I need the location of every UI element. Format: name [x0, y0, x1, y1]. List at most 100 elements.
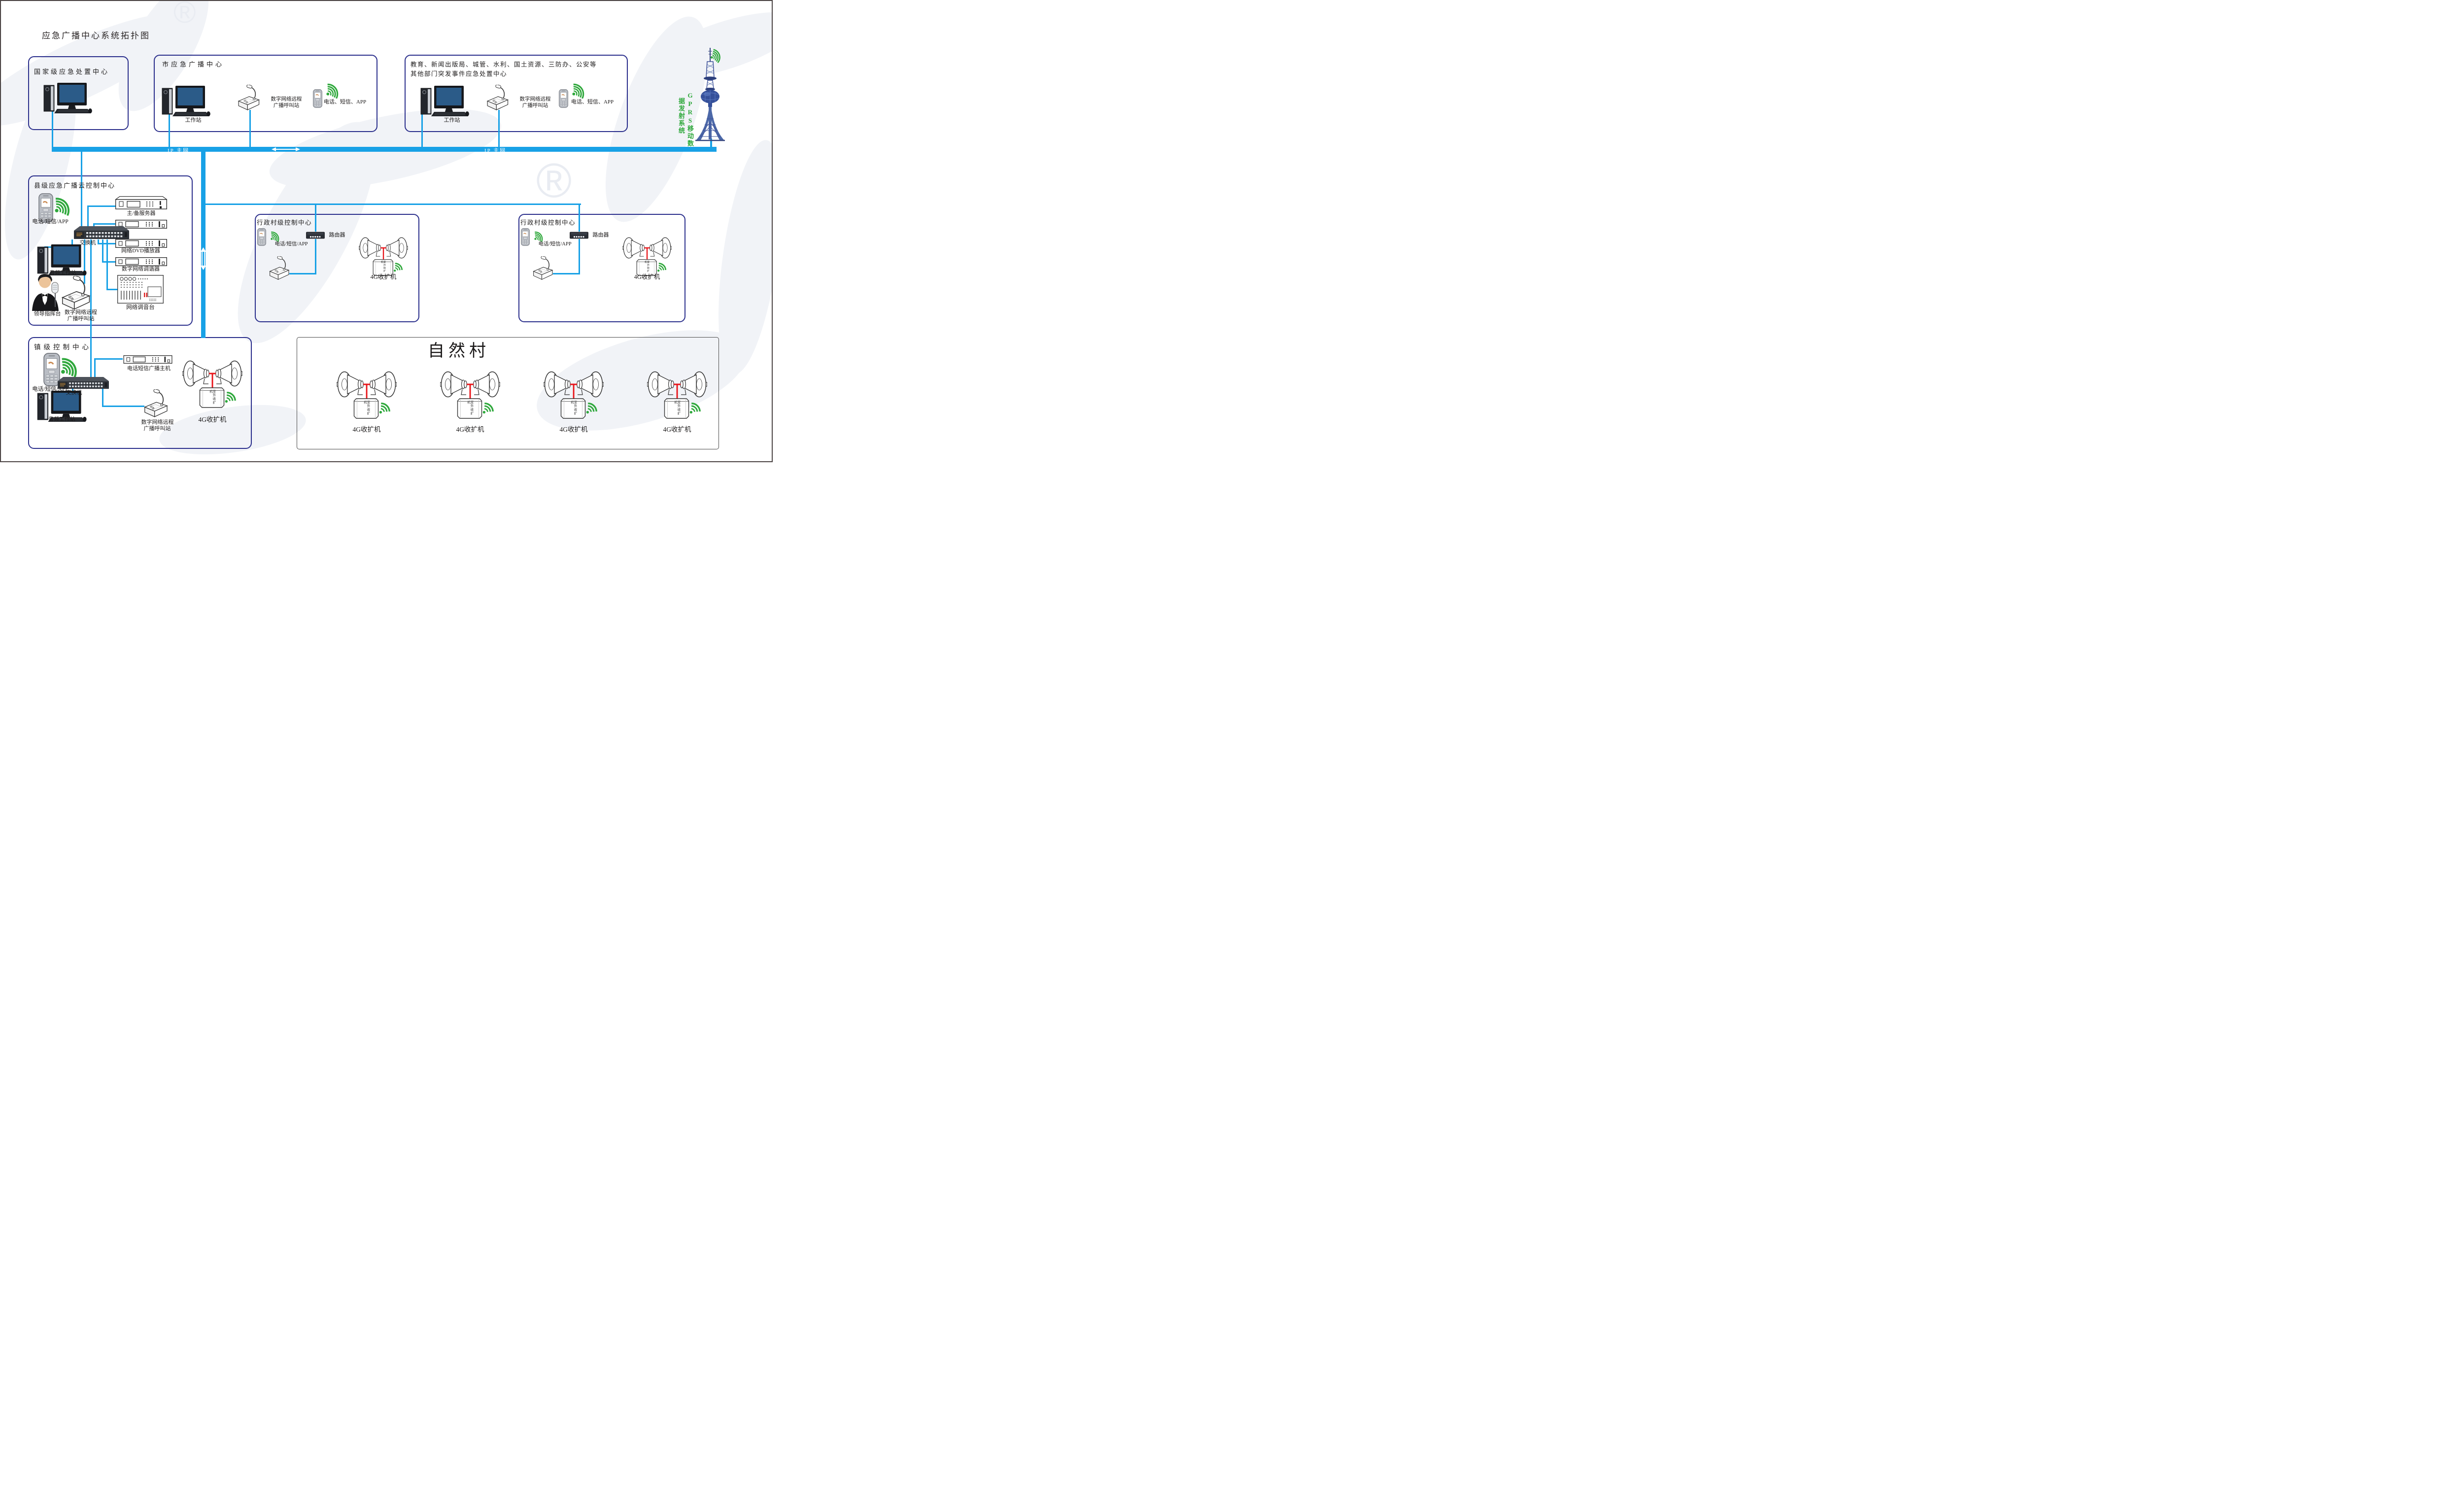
county-callstation-icon — [59, 276, 92, 310]
cable-county-server-h — [87, 205, 116, 207]
dept-callstation-label2: 广播呼叫站 — [522, 103, 548, 108]
cable-county-callstation — [84, 239, 85, 284]
town-host-rack-icon — [123, 355, 173, 364]
city-callstation-icon — [236, 85, 261, 111]
town-callstation-icon — [142, 389, 169, 418]
cable-town-callstation-v — [102, 389, 103, 407]
county-tuner-rack-icon — [115, 257, 167, 266]
bidirectional-arrow-icon — [272, 147, 300, 151]
natural-outdoor-amp-text: 室外收扩机 — [363, 401, 370, 415]
trunk-line — [201, 152, 206, 338]
city-title: 市应急广播中心 — [162, 61, 225, 68]
city-callstation-label1: 数字网络远程 — [271, 97, 302, 102]
cable-village2-router-down — [579, 239, 580, 274]
topology-diagram: ® ® — [0, 0, 773, 462]
county-dvd-player-rack-icon — [115, 239, 167, 248]
cable-village1-callstation — [289, 273, 316, 274]
village2-callstation-icon — [531, 256, 554, 280]
village1-router-icon — [306, 231, 325, 239]
natural-amp-label-1: 4G收扩机 — [352, 426, 381, 433]
cable-town-host-v — [94, 358, 96, 379]
tower-text-left: 据发射系统 — [678, 98, 685, 135]
village1-router-label: 路由器 — [329, 232, 345, 238]
town-amp-label: 4G收扩机 — [198, 416, 227, 423]
county-mixer-icon — [117, 275, 164, 304]
village1-phone-label: 电话/短信/APP — [274, 241, 308, 247]
village2-phone-label: 电话/短信/APP — [538, 241, 572, 247]
town-outdoor-amp-text: 室外收扩机 — [208, 390, 216, 405]
dept-callstation-icon — [485, 85, 510, 111]
panel-county-center — [28, 175, 193, 326]
village1-outdoor-amp-text: 室外收扩机 — [380, 261, 385, 272]
county-switch-icon — [74, 226, 129, 240]
cable-county-backup-h — [93, 223, 116, 225]
natural-outdoor-amp-text: 室外收扩机 — [466, 401, 474, 415]
cable-village2-router-up — [579, 205, 580, 232]
county-mixer-label: 网络调音台 — [126, 305, 155, 310]
dept-phone-label: 电话、短信、APP — [571, 99, 614, 105]
cable-dept-callstation — [498, 110, 500, 147]
natural-outdoor-amp-text: 室外收扩机 — [570, 401, 577, 415]
county-title: 县级应急广播云控制中心 — [34, 182, 116, 189]
dept-callstation-label1: 数字网络远程 — [519, 97, 551, 102]
city-callstation-label2: 广播呼叫站 — [273, 103, 300, 108]
cable-county-tuner-h — [102, 261, 116, 263]
ip-backbone-label-right: IP 主网 — [484, 148, 507, 154]
city-workstation-label: 工作站 — [185, 117, 202, 123]
cable-county-dvd-v — [98, 239, 99, 244]
natural-amp-label-2: 4G收扩机 — [456, 426, 484, 433]
county-dvd-label: 网络DVD播放器 — [121, 248, 160, 254]
natural-outdoor-amp-text: 室外收扩机 — [673, 401, 681, 415]
panel-national-center — [28, 56, 129, 130]
panel-town-center — [28, 337, 252, 449]
village2-outdoor-amp-text: 室外收扩机 — [644, 261, 649, 272]
cable-county-tuner-v — [102, 239, 103, 263]
ip-backbone-bar: IP 主网 IP 主网 — [52, 147, 717, 154]
natural-amp-label-4: 4G收扩机 — [663, 426, 691, 433]
county-leader-label: 领导指挥台 — [34, 311, 61, 317]
cable-national-pc — [52, 111, 53, 147]
panel-natural-village — [297, 337, 719, 449]
dept-mobile-phone-icon — [559, 89, 568, 108]
cable-city-pc — [169, 114, 170, 147]
city-workstation-computer-icon — [162, 86, 211, 117]
county-callstation-label1: 数字网络远程 — [65, 309, 97, 315]
bidirectional-arrow-vertical-icon — [201, 247, 206, 270]
city-phone-label: 电话、短信、APP — [323, 99, 367, 105]
cable-county-pc-v1 — [71, 239, 73, 248]
county-switch-label: 交换机 — [79, 240, 96, 246]
cable-county-town-link — [90, 239, 92, 379]
natural-village-title: 自然村 — [428, 342, 490, 360]
village2-title: 行政村级控制中心 — [520, 219, 576, 226]
cable-village2-callstation — [553, 273, 580, 274]
ip-backbone-label-left: IP 主网 — [168, 148, 190, 154]
county-tuner-label: 数字网络调谐器 — [122, 266, 160, 272]
cable-city-callstation — [249, 110, 251, 147]
village1-title: 行政村级控制中心 — [257, 219, 312, 226]
county-callstation-label2: 广播呼叫站 — [67, 316, 95, 322]
natural-amp-label-3: 4G收扩机 — [559, 426, 588, 433]
village1-callstation-icon — [268, 256, 290, 280]
cable-village1-router-down — [315, 239, 316, 274]
departments-title-line2: 其他部门突发事件应急处置中心 — [411, 70, 508, 77]
cable-town-callstation-h — [102, 406, 144, 407]
page-title: 应急广播中心系统拓扑图 — [42, 31, 150, 40]
cable-county-mixer-v — [106, 239, 108, 290]
tower-text-right: GPRS移动数 — [686, 92, 694, 147]
town-callstation-label2: 广播呼叫站 — [143, 426, 171, 432]
village2-router-label: 路由器 — [592, 232, 609, 238]
town-callstation-label1: 数字网络远程 — [141, 419, 174, 425]
panel-village2-center — [518, 214, 685, 322]
national-workstation-computer-icon — [43, 83, 93, 114]
dept-workstation-computer-icon — [420, 86, 470, 117]
county-server-label: 主/备服务器 — [127, 210, 156, 216]
cable-village1-router-up — [315, 205, 316, 232]
village1-mobile-phone-icon — [257, 228, 266, 246]
town-title: 镇级控制中心 — [34, 343, 92, 351]
dept-workstation-label: 工作站 — [444, 117, 460, 123]
cable-backbone-county-switch — [81, 152, 82, 229]
cable-county-server-v — [87, 206, 89, 229]
town-host-label: 电话短信广播主机 — [127, 366, 171, 372]
county-leader-person-icon — [30, 272, 63, 311]
registered-trademark-icon: ® — [536, 153, 572, 207]
